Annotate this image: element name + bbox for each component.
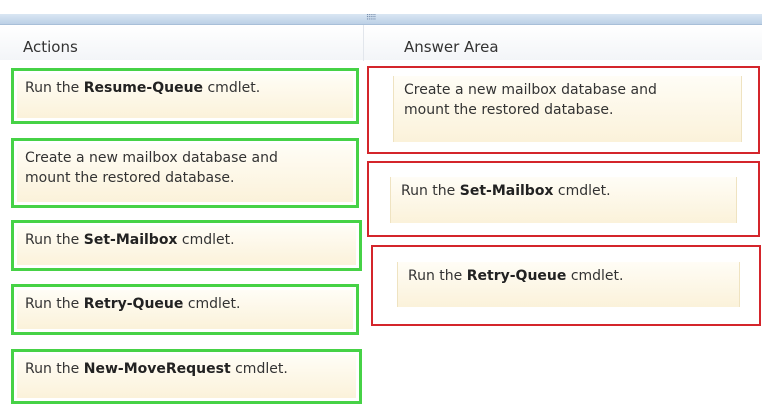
cmdlet-name: New-MoveRequest (83, 361, 231, 377)
action-item-text: Create a new mailbox database and mount t… (17, 144, 353, 202)
item-text-post: cmdlet. (177, 232, 235, 248)
item-text-line1: Create a new mailbox database and (404, 82, 657, 98)
action-item-text: Run the New-MoveRequest cmdlet. (17, 355, 356, 398)
item-text-post: cmdlet. (230, 361, 288, 377)
action-item-text: Run the Set-Mailbox cmdlet. (17, 226, 356, 265)
item-text-post: cmdlet. (566, 268, 624, 284)
answer-item-retry-queue[interactable]: Run the Retry-Queue cmdlet. (397, 262, 740, 307)
column-divider (363, 25, 364, 61)
action-item-create-database[interactable]: Create a new mailbox database and mount t… (11, 138, 359, 208)
item-text-pre: Run the (25, 80, 84, 96)
cmdlet-name: Set-Mailbox (459, 183, 554, 199)
answer-slot-3[interactable]: Run the Retry-Queue cmdlet. (371, 245, 761, 326)
action-item-retry-queue[interactable]: Run the Retry-Queue cmdlet. (11, 284, 359, 335)
action-item-set-mailbox[interactable]: Run the Set-Mailbox cmdlet. (11, 220, 362, 271)
item-text-pre: Run the (25, 232, 84, 248)
action-item-text: Run the Retry-Queue cmdlet. (17, 290, 353, 329)
action-item-resume-queue[interactable]: Run the Resume-Queue cmdlet. (11, 68, 359, 124)
cmdlet-name: Retry-Queue (83, 296, 184, 312)
panel-top-bar (0, 14, 762, 25)
splitter-grip-icon[interactable]: ⁝⁝⁝⁝⁝ (366, 13, 376, 23)
item-text-post: cmdlet. (183, 296, 241, 312)
cmdlet-name: Set-Mailbox (83, 232, 178, 248)
header-band (0, 25, 762, 60)
item-text-line2: mount the restored database. (404, 102, 614, 118)
actions-header: Actions (23, 38, 78, 56)
answer-slot-1[interactable]: Create a new mailbox database and mount … (367, 66, 760, 154)
answer-item-create-database[interactable]: Create a new mailbox database and mount … (393, 76, 742, 142)
item-text-pre: Run the (408, 268, 467, 284)
item-text-pre: Run the (401, 183, 460, 199)
item-text-post: cmdlet. (553, 183, 611, 199)
item-text-pre: Run the (25, 361, 84, 377)
item-text-line1: Create a new mailbox database and (25, 150, 278, 166)
answer-slot-2[interactable]: Run the Set-Mailbox cmdlet. (367, 161, 760, 237)
cmdlet-name: Retry-Queue (466, 268, 567, 284)
cmdlet-name: Resume-Queue (83, 80, 204, 96)
answer-area-header: Answer Area (404, 38, 499, 56)
item-text-line2: mount the restored database. (25, 170, 235, 186)
item-text-pre: Run the (25, 296, 84, 312)
answer-item-set-mailbox[interactable]: Run the Set-Mailbox cmdlet. (390, 177, 737, 223)
item-text-post: cmdlet. (203, 80, 261, 96)
action-item-new-moverequest[interactable]: Run the New-MoveRequest cmdlet. (11, 349, 362, 404)
action-item-text: Run the Resume-Queue cmdlet. (17, 74, 353, 118)
